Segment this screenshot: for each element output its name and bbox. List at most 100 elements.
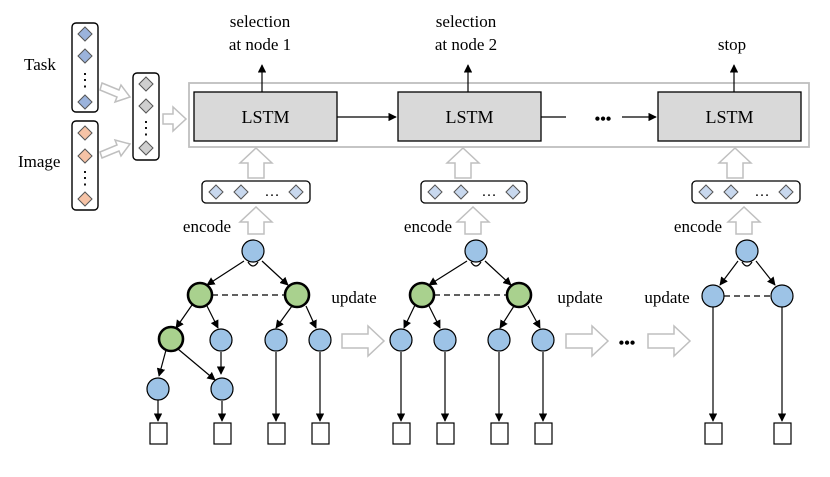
tree-2-leaf <box>534 422 553 445</box>
embedding-diamond-icon <box>723 184 739 200</box>
tree-1-leaf <box>267 422 286 445</box>
tree-2 <box>389 239 555 445</box>
encode-arrow-3-icon <box>726 205 762 235</box>
tree-1-edge <box>261 260 289 286</box>
tree-2-node <box>433 328 457 352</box>
image-vector-column <box>71 120 99 211</box>
encode-arrow-2-icon <box>455 205 491 235</box>
task-diamond-icon <box>77 94 93 110</box>
embedding-diamond-icon <box>698 184 714 200</box>
output-label-3: stop <box>718 35 746 54</box>
tree-1-edge <box>206 260 245 286</box>
tree-2-leaf <box>436 422 455 445</box>
image-diamond-icon <box>77 125 93 141</box>
encoders: … … … encode encode encode <box>183 146 801 236</box>
tree-1-edge <box>175 304 193 329</box>
tree-2-edge <box>428 260 468 286</box>
output-label-1-line1: selection <box>230 12 291 31</box>
tree-1-node <box>146 377 170 401</box>
tree-2-edge <box>428 305 441 329</box>
embedding-diamond-icon <box>427 184 443 200</box>
tree-1-selected-node <box>157 325 185 353</box>
task-diamond-icon <box>77 48 93 64</box>
tree-1-edge <box>177 348 216 381</box>
tree-1-selected-node <box>186 281 214 309</box>
output-label-2-line1: selection <box>436 12 497 31</box>
lstm-box-2 <box>397 91 542 142</box>
tree-1-node <box>209 328 233 352</box>
tree-1-edge <box>156 349 167 377</box>
tree-3-root-node <box>735 239 759 263</box>
task-vertical-ellipsis: ⋮ <box>76 70 94 90</box>
task-diamond-icon <box>77 26 93 42</box>
embedding-diamond-icon <box>453 184 469 200</box>
image-merge-arrow-icon <box>99 138 132 159</box>
tree-2-leaf <box>490 422 509 445</box>
tree-2-leaf <box>392 422 411 445</box>
tree-1-leaf <box>311 422 330 445</box>
tree-2-edge <box>527 305 541 329</box>
lstm-box-3 <box>657 91 802 142</box>
tree-1-root-node <box>241 239 265 263</box>
encode-arrow-1-icon <box>238 205 274 235</box>
fused-diamond-icon <box>138 140 154 156</box>
update-chain-ellipsis: ••• <box>619 335 636 352</box>
tree-1-node <box>264 328 288 352</box>
image-diamond-icon <box>77 191 93 207</box>
tree-3-edge <box>755 260 776 286</box>
lstm-container <box>188 82 810 148</box>
update-transitions: update update ••• update <box>331 288 692 358</box>
fused-diamond-icon <box>138 98 154 114</box>
tree-2-edge <box>403 304 416 329</box>
embedding-ellipsis-3: … <box>755 184 770 200</box>
tree-3-root-arc <box>741 261 753 267</box>
output-label-1-line2: at node 1 <box>229 35 291 54</box>
tree-2-node <box>487 328 511 352</box>
update-label-2: update <box>557 288 602 307</box>
embedding-diamond-icon <box>233 184 249 200</box>
embedding-diamond-icon <box>778 184 794 200</box>
tree-2-root-node <box>464 239 488 263</box>
image-label: Image <box>18 152 60 171</box>
update-label-1: update <box>331 288 376 307</box>
encode-label-1: encode <box>183 217 231 236</box>
tree-2-node <box>531 328 555 352</box>
lstm-sequence: LSTM LSTM LSTM ••• selection at node 1 s… <box>188 12 810 148</box>
image-diamond-icon <box>77 148 93 164</box>
embed-to-lstm-arrow-1-icon <box>238 146 274 179</box>
task-vector-column <box>71 22 99 113</box>
embedding-ellipsis-1: … <box>265 184 280 200</box>
tree-1-root-arc <box>247 261 259 267</box>
tree-3-node <box>701 284 725 308</box>
embedding-row-1 <box>201 180 311 204</box>
lstm-label-2: LSTM <box>445 107 493 127</box>
output-label-2-line2: at node 2 <box>435 35 497 54</box>
tree-1-node <box>210 377 234 401</box>
tree-2-root-arc <box>470 261 482 267</box>
tree-3-node <box>770 284 794 308</box>
task-merge-arrow-icon <box>99 81 132 104</box>
embed-to-lstm-arrow-2-icon <box>445 146 481 179</box>
tree-2-edge <box>499 305 515 329</box>
tree-2-selected-node <box>505 281 533 309</box>
tree-1 <box>146 239 332 445</box>
tree-2-selected-node <box>408 281 436 309</box>
encode-label-2: encode <box>404 217 452 236</box>
task-label: Task <box>24 55 56 74</box>
embedding-row-3 <box>691 180 801 204</box>
update-label-3: update <box>644 288 689 307</box>
fused-diamond-icon <box>138 76 154 92</box>
update-arrow-2-icon <box>565 324 610 358</box>
tree-1-edge <box>305 305 317 329</box>
tree-1-leaf <box>213 422 232 445</box>
tree-3-leaf <box>773 422 792 445</box>
fused-vector-column <box>132 72 160 161</box>
lstm-label-1: LSTM <box>241 107 289 127</box>
tree-3-edge <box>719 260 739 286</box>
embedding-diamond-icon <box>208 184 224 200</box>
tree-2-node <box>389 328 413 352</box>
embed-to-lstm-arrow-3-icon <box>717 146 753 179</box>
embedding-diamond-icon <box>288 184 304 200</box>
